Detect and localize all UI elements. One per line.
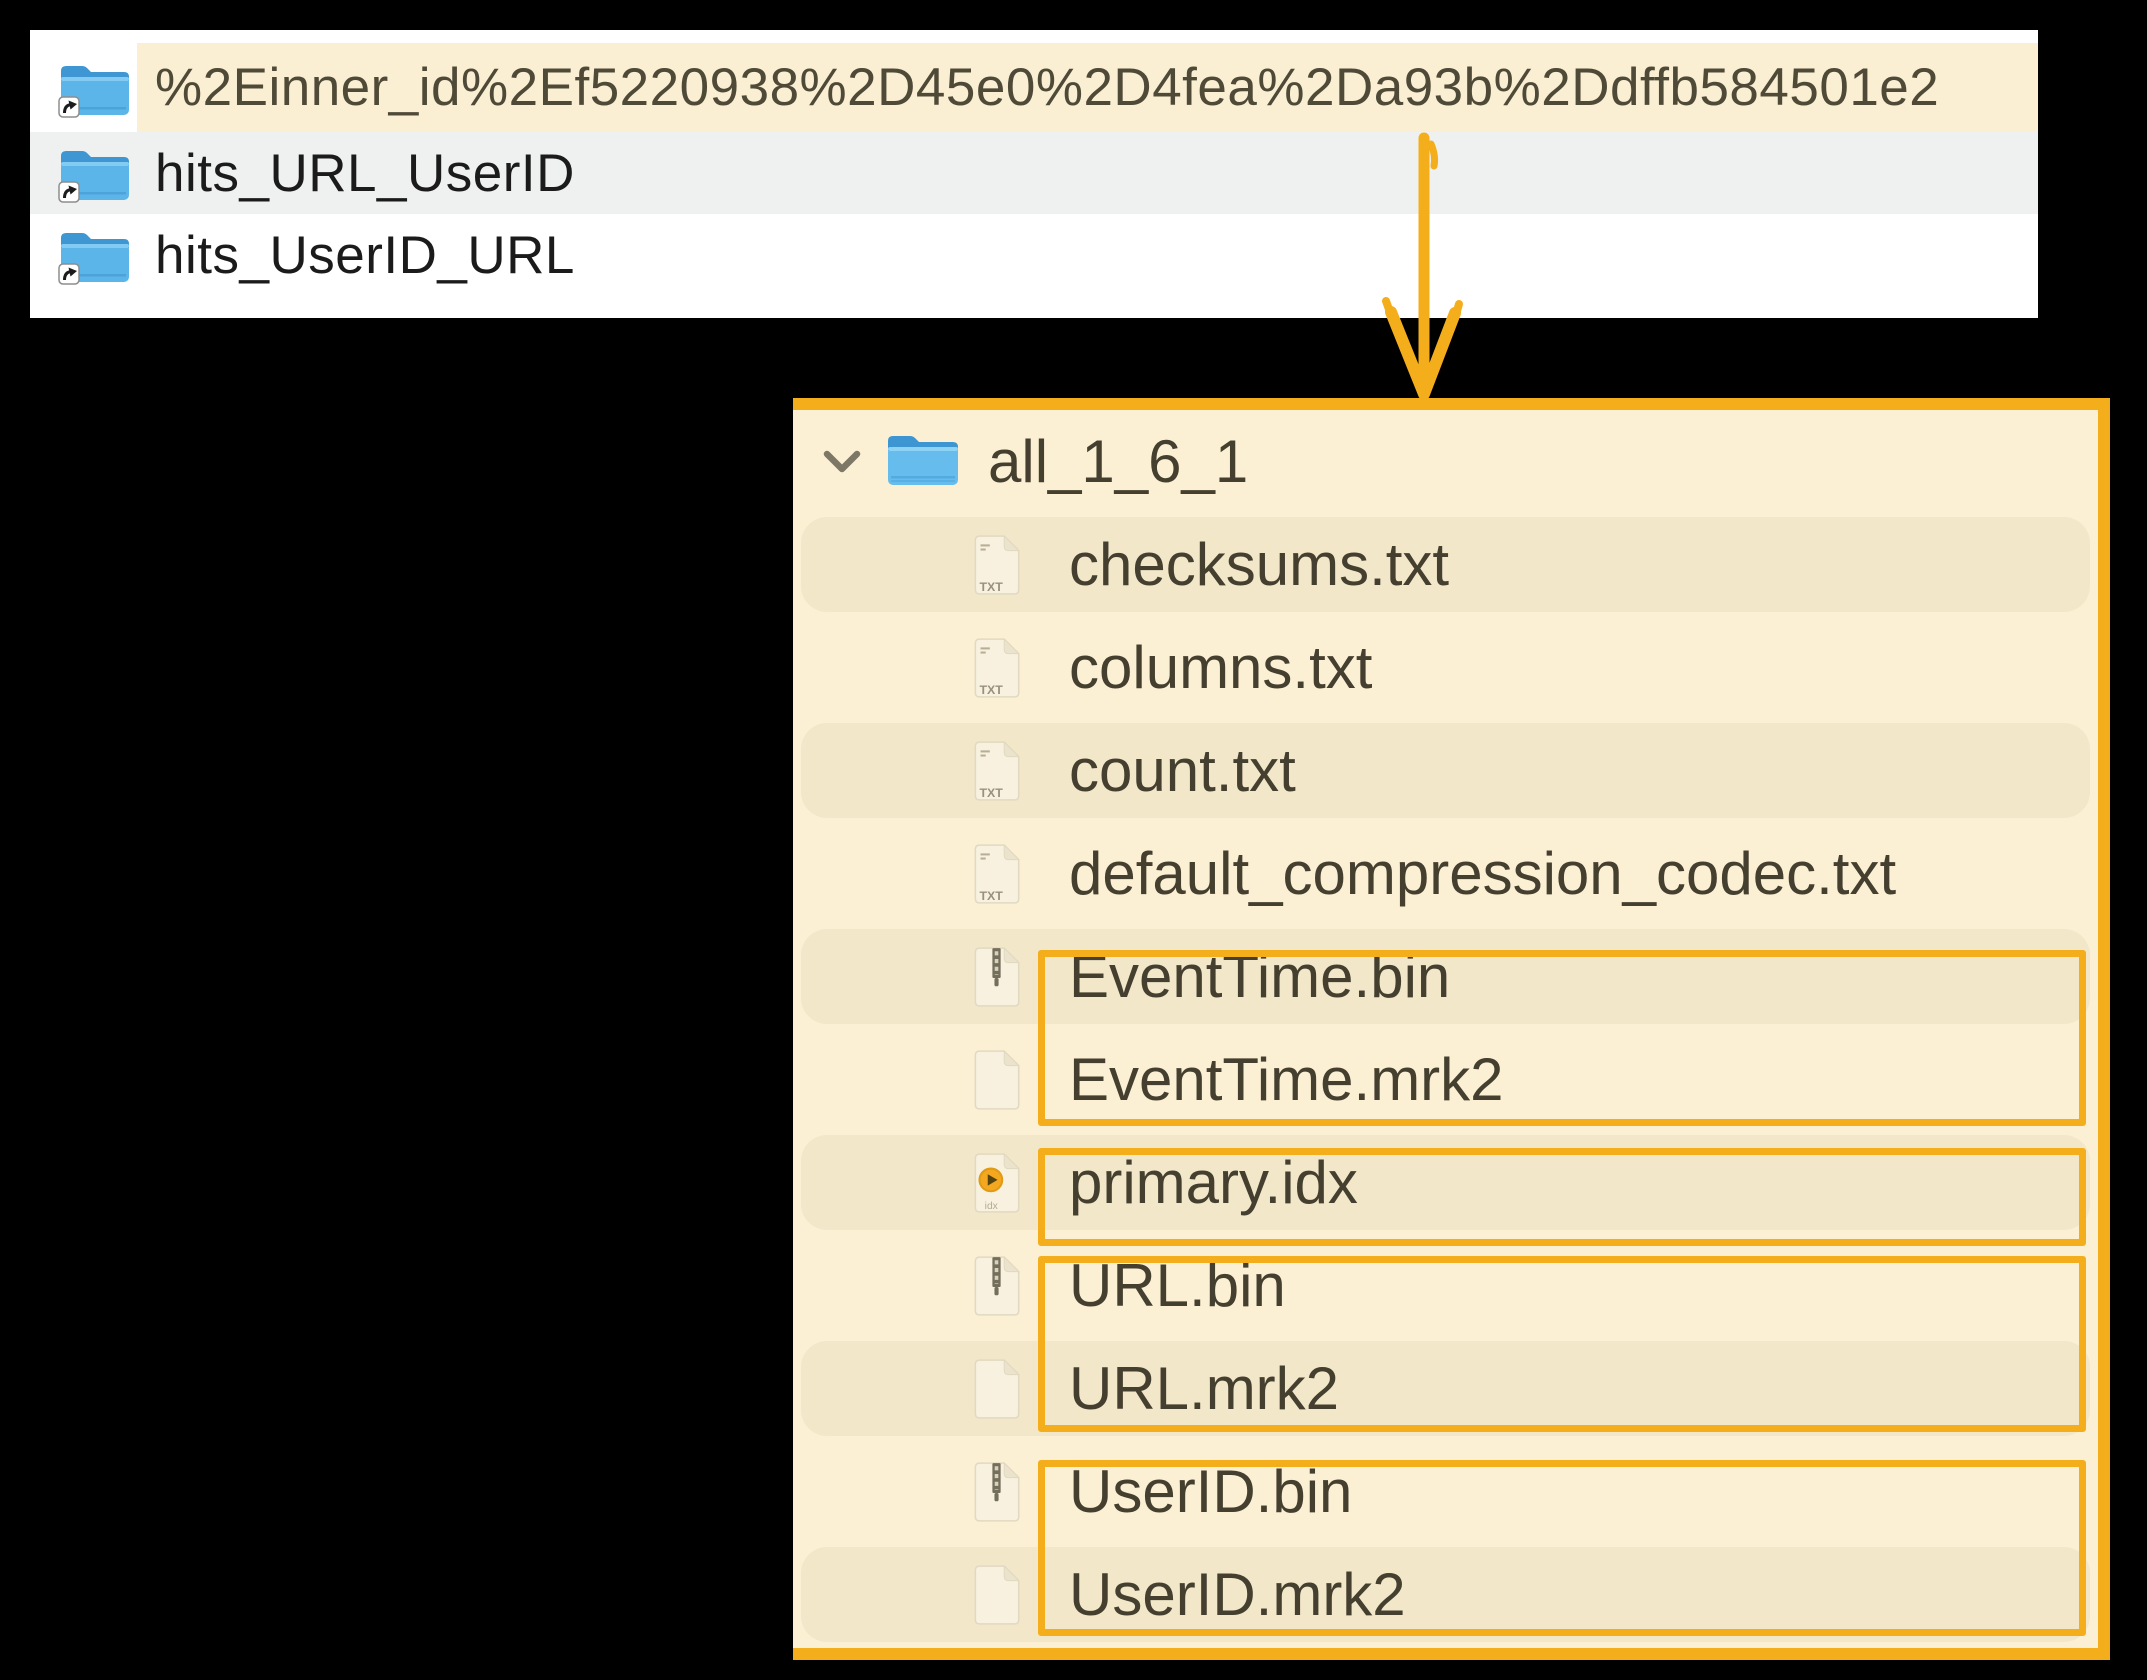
finder-row-label: hits_URL_UserID (155, 143, 575, 203)
mrk2-file-icon (963, 1356, 1029, 1422)
mrk2-file-icon (963, 1562, 1029, 1628)
tree-file-label: primary.idx (1069, 1149, 1358, 1216)
finder-rows: %2Einner_id%2Ef5220938%2D45e0%2D4fea%2Da… (30, 43, 2038, 296)
tree-file-label: default_compression_codec.txt (1069, 840, 1897, 907)
tree-root-content: all_1_6_1 (793, 410, 2098, 513)
mrk2-file-icon (963, 1047, 1029, 1113)
tree-row-file[interactable]: URL.mrk2 (793, 1337, 2098, 1440)
chevron-down-icon[interactable] (820, 447, 864, 477)
tree-row-file[interactable]: TXT count.txt (793, 719, 2098, 822)
tree-file-label: URL.bin (1069, 1252, 1286, 1319)
bin-file-icon (963, 1459, 1029, 1525)
tree-file-label: UserID.mrk2 (1069, 1561, 1406, 1628)
idx-file-icon: idx (963, 1150, 1029, 1216)
tree-file-content: UserID.bin (793, 1440, 2098, 1543)
tree-file-content: EventTime.mrk2 (793, 1028, 2098, 1131)
tree-row-file[interactable]: URL.bin (793, 1234, 2098, 1337)
highlight-box-UserID.bin-UserID.mrk2 (1038, 1460, 2086, 1636)
tree-file-label: count.txt (1069, 737, 1296, 804)
highlight-box-URL.bin-URL.mrk2 (1038, 1256, 2086, 1432)
txt-file-icon: TXT (963, 738, 1029, 804)
tree-file-content: TXT checksums.txt (793, 513, 2098, 616)
finder-row-name-cell: hits_UserID_URL (137, 214, 2038, 296)
finder-row-label: hits_UserID_URL (155, 225, 575, 285)
highlight-box-EventTime.bin-EventTime.mrk2 (1038, 950, 2086, 1126)
txt-file-icon: TXT (963, 635, 1029, 701)
tree-row-file[interactable]: TXT checksums.txt (793, 513, 2098, 616)
tree-file-content: TXT count.txt (793, 719, 2098, 822)
svg-text:TXT: TXT (980, 579, 1004, 593)
svg-text:TXT: TXT (980, 785, 1004, 799)
svg-text:TXT: TXT (980, 888, 1004, 902)
tree-root-label: all_1_6_1 (988, 428, 1249, 495)
folder-alias-icon (30, 132, 137, 214)
folder-alias-icon (30, 43, 137, 132)
tree-file-label: UserID.bin (1069, 1458, 1353, 1525)
tree-row-file[interactable]: idx primary.idx (793, 1131, 2098, 1234)
tree-row-file[interactable]: TXT columns.txt (793, 616, 2098, 719)
finder-list-panel: %2Einner_id%2Ef5220938%2D45e0%2D4fea%2Da… (30, 30, 2038, 318)
finder-row[interactable]: %2Einner_id%2Ef5220938%2D45e0%2D4fea%2Da… (30, 43, 2038, 132)
txt-file-icon: TXT (963, 532, 1029, 598)
tree-row-root-folder[interactable]: all_1_6_1 (793, 410, 2098, 513)
finder-row-label: %2Einner_id%2Ef5220938%2D45e0%2D4fea%2Da… (155, 58, 1940, 117)
tree-row-file[interactable]: EventTime.mrk2 (793, 1028, 2098, 1131)
folder-icon (884, 427, 962, 496)
highlight-box-primary.idx (1038, 1148, 2086, 1246)
folder-alias-icon (30, 214, 137, 296)
tree-file-content: URL.mrk2 (793, 1337, 2098, 1440)
tree-file-label: EventTime.mrk2 (1069, 1046, 1504, 1113)
tree-file-content: UserID.mrk2 (793, 1543, 2098, 1646)
bin-file-icon (963, 1253, 1029, 1319)
tree-file-content: idx primary.idx (793, 1131, 2098, 1234)
txt-file-icon: TXT (963, 841, 1029, 907)
finder-row[interactable]: hits_UserID_URL (30, 214, 2038, 296)
finder-row[interactable]: hits_URL_UserID (30, 132, 2038, 214)
finder-row-name-cell: hits_URL_UserID (137, 132, 2038, 214)
tree-file-label: columns.txt (1069, 634, 1373, 701)
tree-file-content: URL.bin (793, 1234, 2098, 1337)
finder-row-name-cell: %2Einner_id%2Ef5220938%2D45e0%2D4fea%2Da… (137, 43, 2038, 132)
svg-text:idx: idx (985, 1200, 999, 1211)
bin-file-icon (963, 944, 1029, 1010)
tree-file-label: URL.mrk2 (1069, 1355, 1340, 1422)
tree-row-file[interactable]: TXT default_compression_codec.txt (793, 822, 2098, 925)
tree-row-file[interactable]: UserID.mrk2 (793, 1543, 2098, 1646)
tree-row-file[interactable]: UserID.bin (793, 1440, 2098, 1543)
svg-text:TXT: TXT (980, 682, 1004, 696)
tree-file-content: TXT default_compression_codec.txt (793, 822, 2098, 925)
tree-file-label: checksums.txt (1069, 531, 1450, 598)
tree-file-content: TXT columns.txt (793, 616, 2098, 719)
